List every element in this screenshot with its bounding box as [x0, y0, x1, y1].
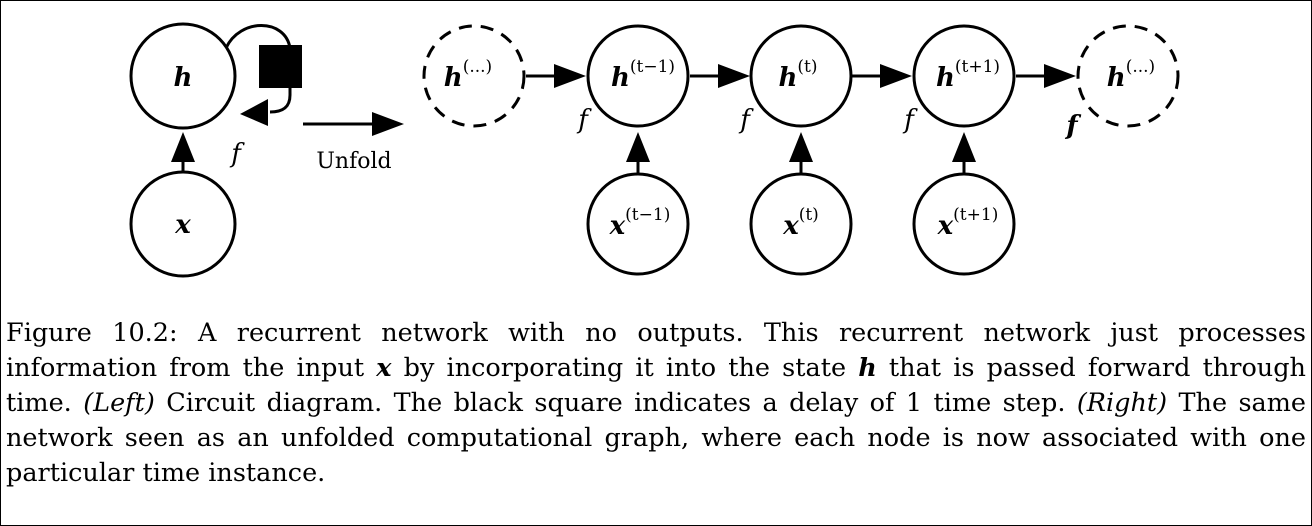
hidden-node-t — [749, 24, 853, 128]
unfold-label: Unfold — [316, 149, 391, 174]
arrowhead-h-prev-to-h-tm1 — [554, 64, 586, 88]
hidden-node-prev-label: h(...) — [444, 57, 492, 93]
figure-caption: Figure 10.2: A recurrent network with no… — [6, 316, 1306, 491]
circuit-diagram: h x f — [129, 22, 302, 278]
caption-left-tag: (Left) — [83, 388, 155, 418]
caption-part: that is passed forward through time. — [6, 353, 1306, 418]
hidden-node-t-plus-1 — [912, 24, 1016, 128]
caption-x-symbol: x — [376, 353, 392, 383]
input-node-label: x — [174, 210, 191, 240]
circuit-function-label: f — [229, 139, 245, 169]
function-label-3: f — [902, 105, 918, 135]
input-node-t-minus-1 — [586, 172, 690, 276]
caption-part: Circuit diagram. The black square indica… — [154, 388, 1077, 418]
input-node-t-plus-1-label: x(t+1) — [937, 205, 999, 241]
arrowhead-x-tm1-to-h-tm1 — [626, 132, 650, 162]
caption-part: The same network seen as an unfolded com… — [6, 388, 1307, 488]
caption-right-tag: (Right) — [1076, 388, 1168, 418]
arrowhead-h-tp1-to-h-next — [1044, 64, 1076, 88]
arrowhead-x-t-to-h-t — [789, 132, 813, 162]
unfold-arrow-head — [372, 112, 404, 136]
arrowhead-h-t-to-h-tp1 — [880, 64, 912, 88]
input-to-hidden-arrowhead — [171, 132, 195, 162]
caption-part: by incorporating it into the state — [391, 353, 859, 383]
hidden-node-next — [1076, 24, 1180, 128]
unfolded-graph: h(...) h(t−1) h(t) h(t+1) h(...) x(t−1) … — [422, 24, 1180, 276]
hidden-node-next-label: h(...) — [1107, 57, 1155, 93]
arrowhead-h-tm1-to-h-t — [718, 64, 750, 88]
hidden-node-t-minus-1-label: h(t−1) — [611, 57, 675, 93]
arrowhead-x-tp1-to-h-tp1 — [952, 132, 976, 162]
hidden-node-label: h — [174, 63, 193, 93]
function-label-4: f — [1064, 111, 1081, 141]
hidden-node-h — [129, 22, 237, 130]
input-node-x — [129, 170, 237, 278]
input-node-t — [749, 172, 853, 276]
function-label-1: f — [576, 105, 592, 135]
unfold-arrow: Unfold — [303, 112, 404, 174]
hidden-node-t-minus-1 — [586, 24, 690, 128]
hidden-node-prev — [422, 24, 526, 128]
delay-square — [259, 45, 302, 88]
caption-h-symbol: h — [858, 353, 877, 383]
input-node-t-label: x(t) — [782, 205, 819, 241]
rnn-diagram: h x f Unfold h(...) h(t−1) h(t — [129, 22, 1180, 278]
hidden-node-t-plus-1-label: h(t+1) — [936, 57, 1000, 93]
recurrent-loop-arrowhead — [240, 99, 268, 126]
caption-part: Figure 10.2: A recurrent network with no… — [6, 318, 1306, 383]
input-node-t-plus-1 — [912, 172, 1016, 276]
input-node-t-minus-1-label: x(t−1) — [609, 205, 671, 241]
function-label-2: f — [738, 105, 754, 135]
hidden-node-t-label: h(t) — [778, 57, 817, 93]
